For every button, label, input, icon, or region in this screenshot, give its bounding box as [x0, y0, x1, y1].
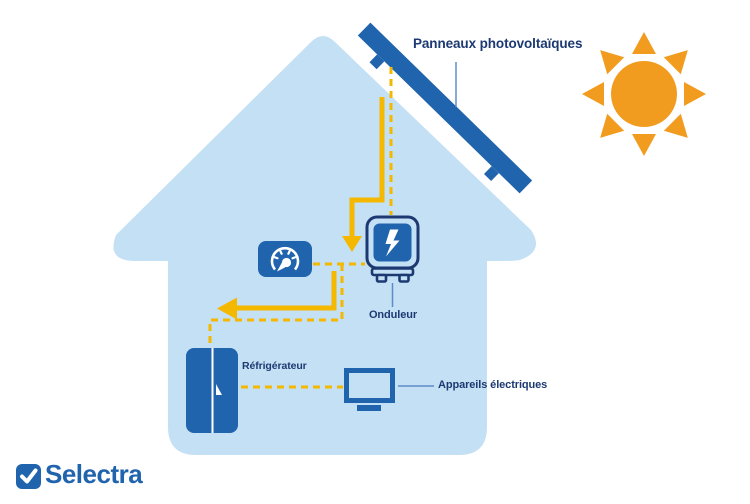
selectra-logo-icon	[16, 464, 41, 489]
monitor-icon	[344, 368, 395, 411]
solar-panels-label: Panneaux photovoltaïques	[413, 36, 583, 51]
sun-icon	[582, 32, 706, 156]
inverter-icon	[365, 215, 420, 283]
inverter-label: Onduleur	[368, 309, 418, 321]
house-shape	[113, 36, 537, 455]
selectra-wordmark: Selectra	[45, 459, 143, 489]
flow-arrowhead-left	[217, 297, 237, 320]
fridge-label: Réfrigérateur	[242, 360, 307, 372]
flow-dashed-junction-to-fridge	[208, 264, 344, 347]
fridge-icon	[186, 348, 238, 433]
energy-meter-icon	[258, 241, 312, 277]
solar-panel-icon	[357, 22, 533, 194]
flow-arrow-to-fridge	[236, 271, 337, 311]
flow-arrowhead-down	[342, 236, 362, 252]
appliances-label: Appareils électriques	[438, 379, 548, 391]
flow-arrow-panel-down	[349, 97, 385, 237]
